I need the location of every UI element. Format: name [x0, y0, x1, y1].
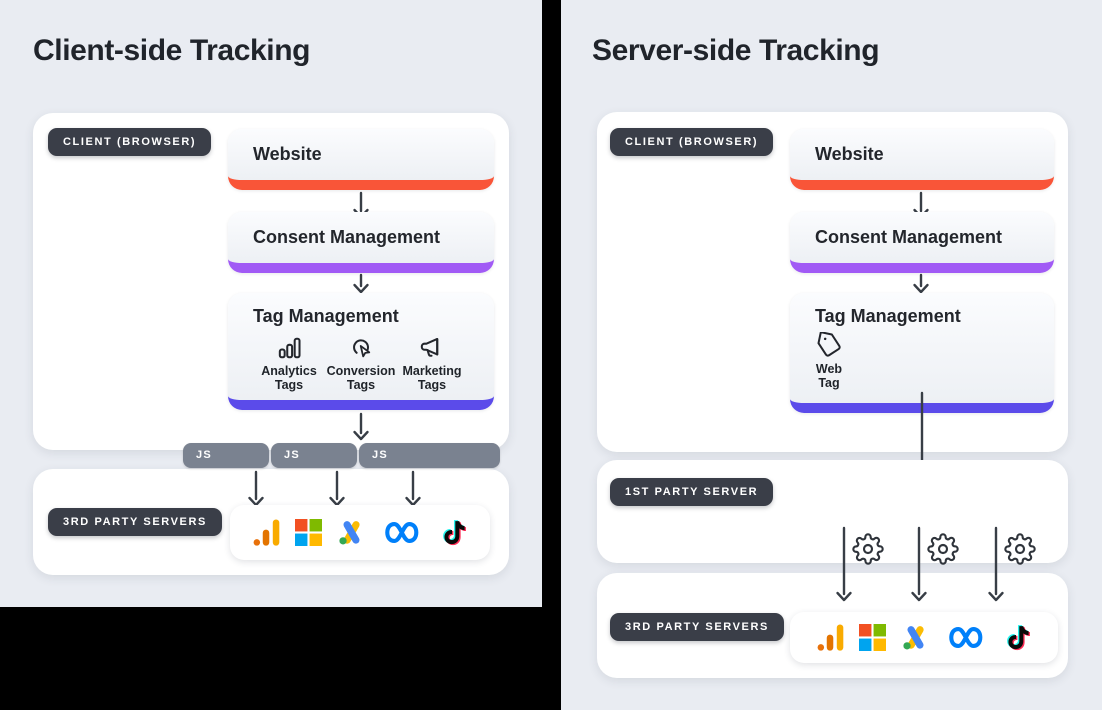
arrow-down-icon	[353, 273, 369, 294]
consent-management-box: Consent Management	[228, 212, 494, 273]
tag-item-label: Marketing	[402, 364, 462, 378]
marketing-tags-item: Marketing Tags	[390, 334, 474, 392]
arrow-down-icon	[988, 526, 1004, 602]
arrow-down-icon	[353, 412, 369, 441]
megaphone-icon	[419, 334, 446, 361]
gear-icon	[927, 533, 959, 565]
tiktok-logo	[439, 518, 468, 547]
tiktok-logo	[1003, 623, 1032, 652]
conversion-tags-item: Conversion Tags	[313, 334, 409, 392]
microsoft-logo	[859, 624, 886, 651]
meta-logo	[381, 518, 425, 547]
tag-item-label: Tags	[346, 378, 376, 392]
meta-logo	[945, 623, 989, 652]
arrow-down-icon	[836, 526, 852, 602]
tag-item-label: Tags	[274, 378, 304, 392]
vendor-logo-row	[790, 612, 1058, 663]
microsoft-logo	[295, 519, 322, 546]
website-box: Website	[228, 129, 494, 190]
website-box: Website	[790, 129, 1054, 190]
third-party-servers-badge: 3RD PARTY SERVERS	[610, 613, 784, 641]
google-ads-logo	[336, 518, 367, 547]
client-browser-badge: CLIENT (BROWSER)	[610, 128, 774, 156]
tag-item-label: Conversion	[326, 364, 396, 378]
js-chip-label: JS	[372, 449, 388, 461]
page-title: Client-side Tracking	[33, 34, 311, 67]
arrow-down-icon	[248, 470, 264, 507]
arrow-down-icon	[911, 526, 927, 602]
gear-icon	[852, 533, 884, 565]
consent-management-label: Consent Management	[253, 227, 441, 247]
arrow-down-icon	[405, 470, 421, 507]
first-party-server-container	[597, 460, 1068, 563]
website-label: Website	[815, 144, 884, 164]
website-label: Website	[253, 144, 322, 164]
tag-item-label: Tag	[818, 376, 840, 390]
third-party-servers-badge: 3RD PARTY SERVERS	[48, 508, 222, 536]
js-chip: JS	[271, 443, 357, 468]
js-chip: JS	[359, 443, 500, 468]
tag-item-label: Web	[815, 362, 843, 376]
server-side-panel: Server-side Tracking CLIENT (BROWSER) We…	[561, 0, 1102, 710]
vendor-logo-row	[230, 505, 490, 560]
analytics-tags-item: Analytics Tags	[249, 334, 329, 392]
first-party-server-badge: 1ST PARTY SERVER	[610, 478, 774, 506]
tag-icon	[816, 332, 843, 359]
web-tag-item: Web Tag	[799, 332, 859, 390]
gear-icon	[1004, 533, 1036, 565]
cursor-click-icon	[348, 334, 375, 361]
tag-management-label: Tag Management	[253, 306, 399, 326]
client-side-panel: Client-side Tracking CLIENT (BROWSER) We…	[0, 0, 542, 607]
js-chip-label: JS	[196, 449, 212, 461]
bar-chart-icon	[276, 334, 303, 361]
page-title: Server-side Tracking	[592, 34, 880, 67]
consent-management-label: Consent Management	[815, 227, 1003, 247]
tag-management-label: Tag Management	[815, 306, 961, 326]
google-analytics-logo	[252, 518, 281, 547]
google-ads-logo	[900, 623, 931, 652]
tag-item-label: Analytics	[261, 364, 317, 378]
client-browser-badge: CLIENT (BROWSER)	[48, 128, 212, 156]
js-chip: JS	[183, 443, 269, 468]
arrow-down-icon	[329, 470, 345, 507]
tag-item-label: Tags	[417, 378, 447, 392]
arrow-down-icon	[913, 273, 929, 294]
google-analytics-logo	[816, 623, 845, 652]
consent-management-box: Consent Management	[790, 212, 1054, 273]
js-chip-label: JS	[284, 449, 300, 461]
